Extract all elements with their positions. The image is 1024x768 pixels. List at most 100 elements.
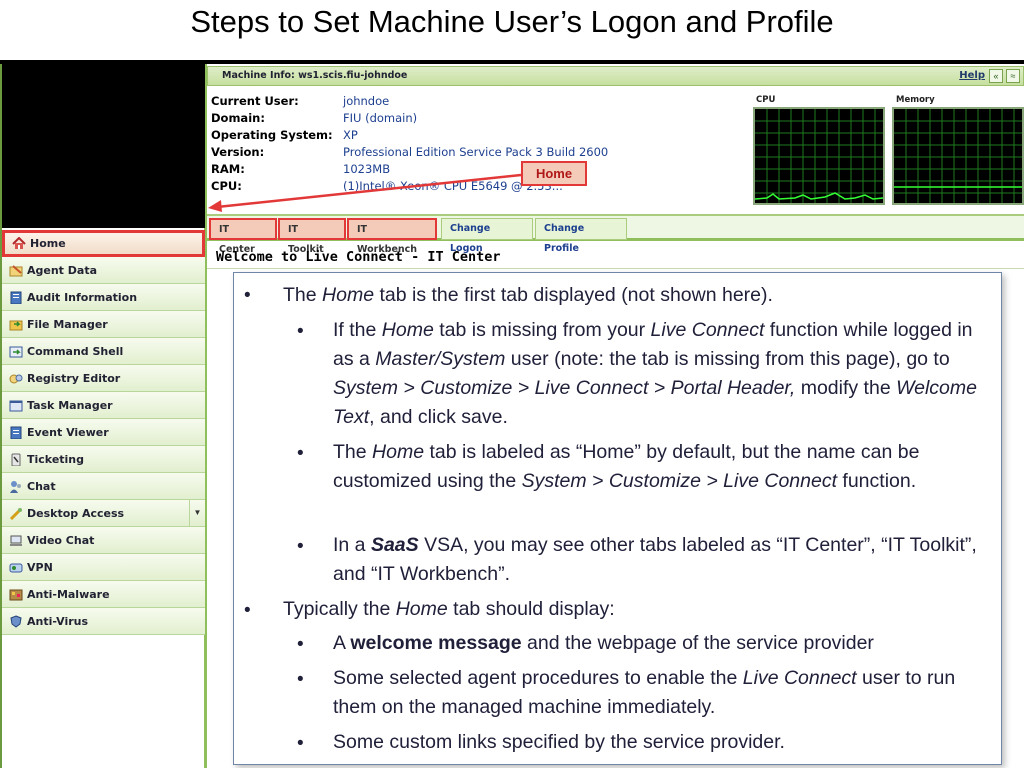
sidebar-item-label: Anti-Malware bbox=[27, 587, 110, 601]
bullet-marker: • bbox=[297, 733, 304, 754]
home-callout: Home bbox=[521, 161, 587, 186]
tab-change-logon[interactable]: Change Logon bbox=[441, 218, 533, 254]
sidebar-item-anti-virus[interactable]: Anti-Virus bbox=[2, 608, 205, 635]
cpu-graph-plot bbox=[755, 109, 883, 203]
chat-icon bbox=[8, 479, 24, 493]
info-value: XP bbox=[343, 128, 358, 142]
tab-bar: IT Center IT Toolkit IT Workbench Change… bbox=[207, 214, 1024, 255]
bullet-1a: If the Home tab is missing from your Liv… bbox=[333, 319, 977, 428]
sidebar-item-label: Command Shell bbox=[27, 344, 124, 358]
slide-title: Steps to Set Machine User’s Logon and Pr… bbox=[190, 4, 834, 39]
info-key: RAM: bbox=[211, 162, 245, 176]
callout-arrow bbox=[208, 173, 522, 212]
sidebar-item-label: Chat bbox=[27, 479, 56, 493]
info-key: Operating System: bbox=[211, 128, 333, 142]
tab-it-workbench[interactable]: IT Workbench bbox=[347, 218, 437, 255]
info-value: Professional Edition Service Pack 3 Buil… bbox=[343, 145, 609, 159]
sidebar-item-label: Ticketing bbox=[27, 452, 85, 466]
sidebar-item-label: Task Manager bbox=[27, 398, 113, 412]
info-key: Version: bbox=[211, 145, 265, 159]
tab-change-profile[interactable]: Change Profile bbox=[535, 218, 627, 254]
sidebar-item-agent-data[interactable]: Agent Data bbox=[2, 257, 205, 284]
bullet-marker: • bbox=[244, 285, 251, 306]
info-row-domain: Domain:FIU (domain) bbox=[211, 111, 731, 128]
bullet-marker: • bbox=[297, 634, 304, 655]
sidebar-item-label: Home bbox=[30, 237, 66, 250]
machine-info-details: Current User: johndoe Domain:FIU (domain)… bbox=[211, 94, 731, 196]
info-row-ram: RAM: 1023MB bbox=[211, 162, 731, 179]
tab-it-toolkit[interactable]: IT Toolkit bbox=[278, 218, 346, 255]
command-shell-icon bbox=[8, 344, 24, 358]
sidebar-item-label: Video Chat bbox=[27, 533, 95, 547]
sidebar-item-file-manager[interactable]: File Manager bbox=[2, 311, 205, 338]
title-rule bbox=[0, 60, 1024, 64]
memory-graph-label: Memory bbox=[896, 95, 935, 105]
home-icon bbox=[11, 237, 27, 251]
cpu-graph-label: CPU bbox=[756, 95, 776, 105]
info-key: Current User: bbox=[211, 94, 299, 108]
cpu-graph bbox=[753, 107, 885, 205]
sidebar-item-desktop-access[interactable]: Desktop Access ▼ bbox=[2, 500, 205, 527]
sidebar-item-anti-malware[interactable]: Anti-Malware bbox=[2, 581, 205, 608]
bullet-marker: • bbox=[297, 536, 304, 557]
event-viewer-icon bbox=[8, 425, 24, 439]
welcome-heading: Welcome to Live Connect - IT Center bbox=[216, 249, 501, 265]
sidebar-item-label: Event Viewer bbox=[27, 425, 109, 439]
memory-graph-plot bbox=[894, 109, 1022, 203]
sidebar-item-video-chat[interactable]: Video Chat bbox=[2, 527, 205, 554]
info-row-version: Version: Professional Edition Service Pac… bbox=[211, 145, 731, 162]
memory-graph bbox=[892, 107, 1024, 205]
info-key: CPU: bbox=[211, 179, 242, 193]
sidebar-item-ticketing[interactable]: Ticketing bbox=[2, 446, 205, 473]
anti-malware-icon bbox=[8, 587, 24, 601]
task-manager-icon bbox=[8, 398, 24, 412]
info-row-current-user: Current User: johndoe bbox=[211, 94, 731, 111]
info-row-operating-system: Operating System: XP bbox=[211, 128, 731, 145]
registry-icon bbox=[8, 371, 24, 385]
machine-info-title: Machine Info: ws1.scis.fiu-johndoe bbox=[222, 70, 408, 81]
bullet-2b: Some selected agent procedures to enable… bbox=[333, 667, 956, 718]
left-pane bbox=[0, 64, 207, 768]
help-link[interactable]: Help bbox=[959, 70, 985, 81]
collapse-icon[interactable]: « bbox=[989, 69, 1003, 83]
sidebar-item-audit-information[interactable]: Audit Information bbox=[2, 284, 205, 311]
tab-it-center[interactable]: IT Center bbox=[209, 218, 277, 255]
sidebar-item-registry-editor[interactable]: Registry Editor bbox=[2, 365, 205, 392]
sidebar-item-label: Anti-Virus bbox=[27, 614, 89, 628]
sidebar-item-event-viewer[interactable]: Event Viewer bbox=[2, 419, 205, 446]
info-row-cpu: CPU:(1)Intel® Xeon® CPU E5649 @ 2.53... bbox=[211, 179, 731, 196]
welcome-divider bbox=[207, 268, 1024, 269]
bullet-1b: The Home tab is labeled as “Home” by def… bbox=[333, 441, 920, 492]
file-manager-icon bbox=[8, 317, 24, 331]
info-key: Domain: bbox=[211, 111, 265, 125]
sidebar-item-chat[interactable]: Chat bbox=[2, 473, 205, 500]
sidebar-item-home[interactable]: Home bbox=[2, 230, 205, 257]
audit-icon bbox=[8, 290, 24, 304]
bullet-marker: • bbox=[297, 443, 304, 464]
sidebar-item-label: Registry Editor bbox=[27, 371, 121, 385]
sidebar-item-label: Audit Information bbox=[27, 290, 138, 304]
chevron-down-icon[interactable]: ▼ bbox=[189, 500, 205, 526]
scroll-up-icon[interactable]: ≈ bbox=[1006, 69, 1020, 83]
bullet-marker: • bbox=[297, 321, 304, 342]
info-value: 1023MB bbox=[343, 162, 391, 176]
bullet-1: The Home tab is the first tab displayed … bbox=[283, 284, 773, 306]
sidebar-item-task-manager[interactable]: Task Manager bbox=[2, 392, 205, 419]
bullet-2c: Some custom links specified by the servi… bbox=[333, 731, 785, 753]
info-value: johndoe bbox=[343, 94, 390, 108]
sidebar-header-blank bbox=[2, 64, 205, 228]
ticketing-icon bbox=[8, 452, 24, 466]
bullet-2: Typically the Home tab should display: bbox=[283, 598, 615, 620]
sidebar-item-command-shell[interactable]: Command Shell bbox=[2, 338, 205, 365]
agent-data-icon bbox=[8, 263, 24, 277]
sidebar-item-vpn[interactable]: VPN bbox=[2, 554, 205, 581]
desktop-access-icon bbox=[8, 506, 24, 520]
vpn-icon bbox=[8, 560, 24, 574]
anti-virus-icon bbox=[8, 614, 24, 628]
sidebar-item-label: Desktop Access bbox=[27, 506, 125, 520]
video-chat-icon bbox=[8, 533, 24, 547]
bullet-2a: A welcome message and the webpage of the… bbox=[333, 632, 874, 654]
explanation-textbox: • The Home tab is the first tab displaye… bbox=[233, 272, 1002, 765]
bullet-1c: In a SaaS VSA, you may see other tabs la… bbox=[333, 534, 977, 585]
bullet-marker: • bbox=[244, 600, 251, 621]
